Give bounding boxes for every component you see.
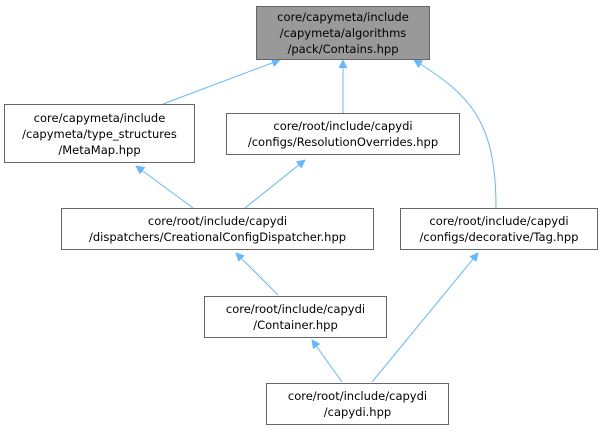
edge-tag-to-contains xyxy=(413,59,497,209)
node-contains-hpp[interactable]: core/capymeta/include /capymeta/algorith… xyxy=(256,6,430,60)
edge-container-to-creational xyxy=(235,252,279,296)
node-label-line: /configs/ResolutionOverrides.hpp xyxy=(247,135,439,149)
node-label-line: core/root/include/capydi xyxy=(225,302,366,316)
node-label-line: core/root/include/capydi xyxy=(147,214,288,228)
node-label-line: /Container.hpp xyxy=(253,318,338,332)
node-creational-config-dispatcher-hpp[interactable]: core/root/include/capydi /dispatchers/Cr… xyxy=(61,208,374,250)
node-label-line: core/capymeta/include xyxy=(277,10,409,24)
node-label-line: /capydi.hpp xyxy=(323,405,392,419)
node-capydi-hpp[interactable]: core/root/include/capydi /capydi.hpp xyxy=(266,383,449,425)
node-label-line: /capymeta/type_structures xyxy=(22,126,177,141)
node-label-line: core/root/include/capydi xyxy=(429,214,569,228)
node-tag-hpp[interactable]: core/root/include/capydi /configs/decora… xyxy=(400,208,598,250)
node-label-line: core/root/include/capydi xyxy=(287,389,428,403)
node-resolution-overrides-hpp[interactable]: core/root/include/capydi /configs/Resolu… xyxy=(226,113,460,155)
edge-metamap-to-contains xyxy=(162,58,281,105)
node-label-line: /MetaMap.hpp xyxy=(58,142,141,157)
edge-creational-to-metamap xyxy=(135,165,194,209)
edge-creational-to-resolution xyxy=(244,159,306,209)
node-label-line: core/capymeta/include xyxy=(33,110,166,125)
node-label-line: /capymeta/algorithms xyxy=(279,26,407,40)
edge-capydi-to-container xyxy=(311,339,343,383)
edge-capydi-to-tag xyxy=(371,252,479,383)
node-label-line: /dispatchers/CreationalConfigDispatcher.… xyxy=(88,230,347,244)
node-label-line: /pack/Contains.hpp xyxy=(287,42,399,56)
node-container-hpp[interactable]: core/root/include/capydi /Container.hpp xyxy=(204,296,387,338)
node-label-line: /configs/decorative/Tag.hpp xyxy=(419,230,579,244)
node-metamap-hpp[interactable]: core/capymeta/include /capymeta/type_str… xyxy=(4,104,195,163)
node-label-line: core/root/include/capydi xyxy=(273,119,413,133)
